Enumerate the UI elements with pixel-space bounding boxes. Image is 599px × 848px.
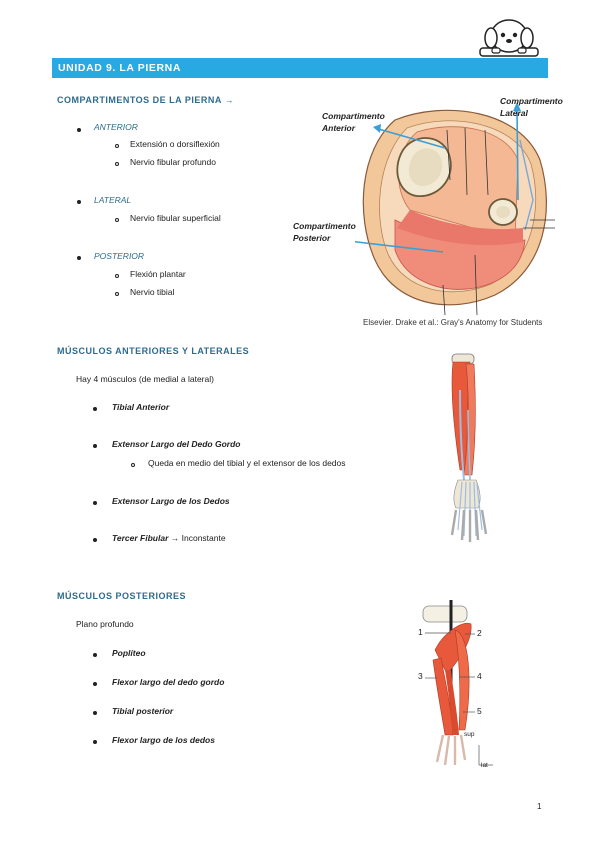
figure-label-posterior-line2: Posterior [293, 233, 331, 243]
anterior-lateral-heading: MÚSCULOS ANTERIORES Y LATERALES [57, 346, 250, 356]
dog-logo-icon [479, 19, 539, 57]
muscle-flexor-dedos: Flexor largo de los dedos [112, 735, 215, 745]
bullet-icon [93, 501, 97, 505]
compartments-heading: COMPARTIMENTOS DE LA PIERNA → [57, 95, 234, 105]
bullet-icon [93, 711, 97, 715]
sub-bullet-icon [115, 292, 119, 296]
anterior-leg-muscles-figure [450, 353, 488, 542]
bullet-icon [93, 444, 97, 448]
bullet-icon [77, 200, 81, 204]
posterior-leg-muscles-figure [422, 600, 493, 766]
posterior-heading: MÚSCULOS POSTERIORES [57, 591, 187, 601]
arrow-right-icon: → [170, 533, 180, 543]
lateral-item-1: Nervio fibular superficial [130, 213, 221, 223]
bullet-icon [93, 653, 97, 657]
figure-label-posterior: Compartimento Posterior [293, 220, 356, 244]
muscle-tercer-fibular: Tercer Fibular [112, 533, 169, 543]
muscle-flexor-dedo-gordo: Flexor largo del dedo gordo [112, 677, 225, 687]
figure-label-anterior-line2: Anterior [322, 123, 356, 133]
figure-label-anterior: Compartimento Anterior [322, 110, 385, 134]
unit-title-bar: UNIDAD 9. LA PIERNA [52, 58, 548, 78]
muscle-tibial-posterior: Tibial posterior [112, 706, 174, 716]
unit-title: UNIDAD 9. LA PIERNA [58, 62, 182, 74]
figure-lat: lat [481, 762, 488, 769]
sub-bullet-icon [115, 144, 119, 148]
compartment-posterior-label: POSTERIOR [94, 251, 145, 261]
arrow-right-icon: → [224, 95, 235, 105]
posterior-item-2: Nervio tibial [130, 287, 175, 297]
tercer-fibular-note: Inconstante [181, 533, 226, 543]
sub-bullet-icon [131, 463, 135, 467]
figure-number-2: 2 [477, 628, 482, 638]
posterior-item-1: Flexión plantar [130, 269, 186, 279]
figure-number-1: 1 [418, 627, 423, 637]
bullet-icon [93, 538, 97, 542]
bullet-icon [93, 682, 97, 686]
figure-number-3: 3 [418, 671, 423, 681]
bullet-icon [77, 128, 81, 132]
anterior-item-1: Extensión o dorsiflexión [130, 139, 220, 149]
anterior-lateral-intro: Hay 4 músculos (de medial a lateral) [76, 374, 214, 384]
muscle-popliteo: Poplíteo [112, 648, 146, 658]
figure-number-5: 5 [477, 706, 482, 716]
figure-label-anterior-line1: Compartimento [322, 111, 385, 121]
compartment-anterior-label: ANTERIOR [94, 122, 138, 132]
figure-label-lateral-line1: Compartimento [500, 96, 563, 106]
figure-credit: Elsevier. Drake et al.: Gray's Anatomy f… [363, 318, 543, 327]
figure-label-lateral-line2: Lateral [500, 108, 528, 118]
muscle-extensor-dedos: Extensor Largo de los Dedos [112, 496, 230, 506]
bullet-icon [93, 407, 97, 411]
page-number: 1 [537, 802, 542, 811]
posterior-intro: Plano profundo [76, 619, 134, 629]
sub-bullet-icon [115, 162, 119, 166]
sub-bullet-icon [115, 218, 119, 222]
muscle-tibial-anterior: Tibial Anterior [112, 402, 170, 412]
figure-sup: sup [464, 731, 475, 738]
figure-label-lateral: Compartimento Lateral [500, 95, 563, 119]
figure-label-posterior-line1: Compartimento [293, 221, 356, 231]
muscle-extensor-dedo-gordo: Extensor Largo del Dedo Gordo [112, 439, 241, 449]
leg-cross-section-figure [355, 102, 555, 315]
bullet-icon [77, 256, 81, 260]
compartment-lateral-label: LATERAL [94, 195, 132, 205]
muscle-tercer-fibular-row: Tercer Fibular → Inconstante [112, 533, 226, 543]
figure-number-4: 4 [477, 671, 482, 681]
sub-bullet-icon [115, 274, 119, 278]
anterior-item-2: Nervio fibular profundo [130, 157, 216, 167]
bullet-icon [93, 740, 97, 744]
compartments-heading-text: COMPARTIMENTOS DE LA PIERNA [57, 95, 222, 105]
muscle-sub-note: Queda en medio del tibial y el extensor … [148, 458, 346, 468]
